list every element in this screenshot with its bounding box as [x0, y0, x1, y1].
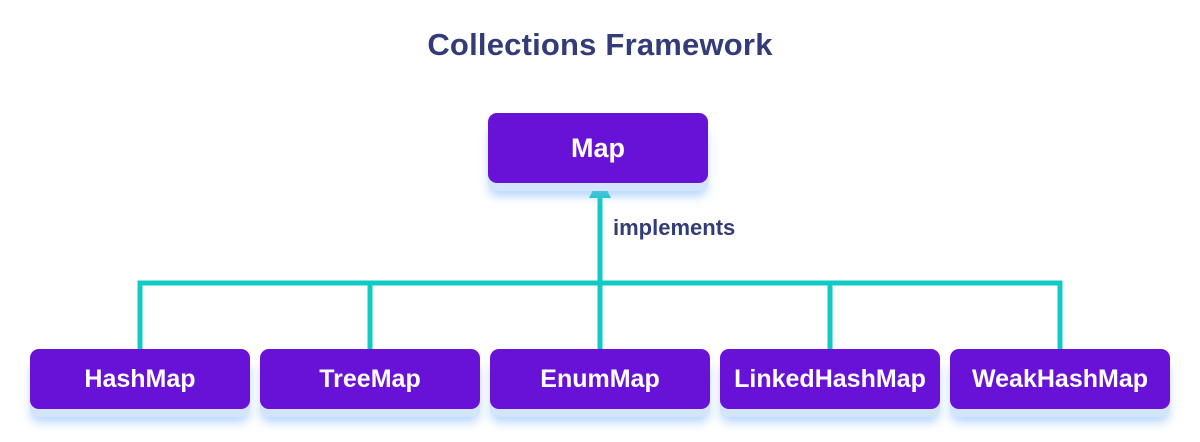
node-treemap: TreeMap [260, 349, 480, 409]
node-weakhashmap: WeakHashMap [950, 349, 1170, 409]
node-enummap: EnumMap [490, 349, 710, 409]
node-hashmap-label: HashMap [84, 364, 196, 393]
node-linkedhashmap-label: LinkedHashMap [734, 364, 926, 393]
edge-label-implements: implements [613, 215, 736, 240]
node-treemap-label: TreeMap [319, 364, 421, 393]
diagram-title: Collections Framework [427, 27, 773, 62]
node-hashmap: HashMap [30, 349, 250, 409]
node-weakhashmap-label: WeakHashMap [972, 364, 1148, 393]
arrowhead-up-icon [589, 176, 611, 198]
node-map: Map [488, 113, 708, 183]
node-map-label: Map [571, 132, 625, 163]
node-enummap-label: EnumMap [540, 364, 660, 393]
node-linkedhashmap: LinkedHashMap [720, 349, 940, 409]
